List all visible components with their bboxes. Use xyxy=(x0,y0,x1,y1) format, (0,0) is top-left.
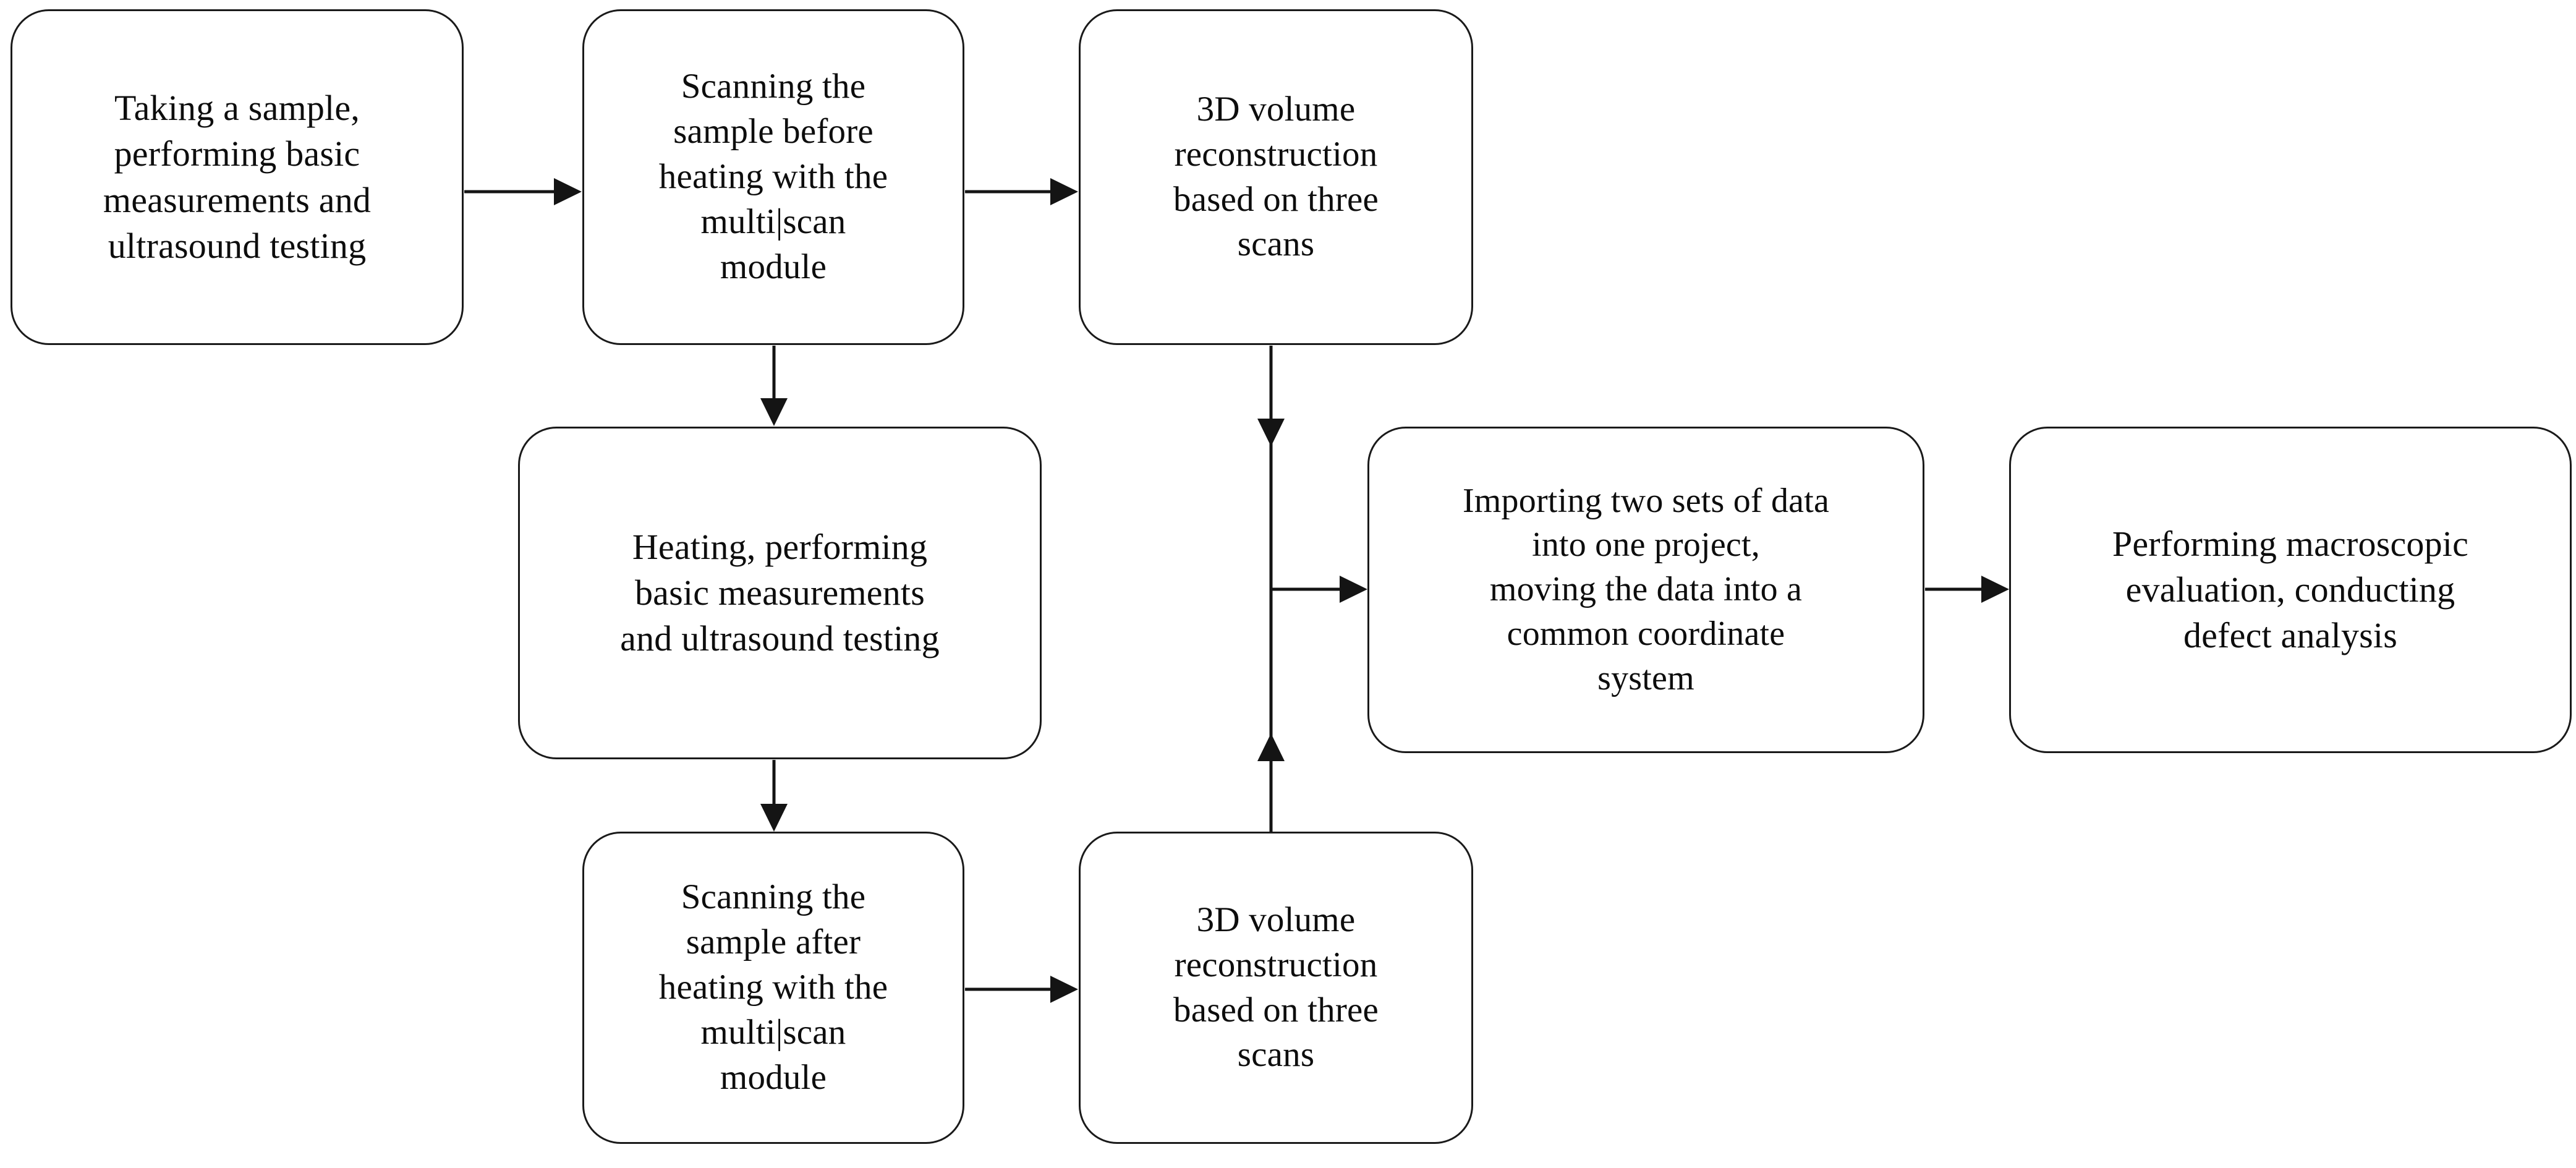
node-recon-before-label: 3D volume reconstruction based on three … xyxy=(1173,89,1379,264)
edge-recon-before-to-merge-spine xyxy=(1257,346,1285,589)
edge-scan-before-to-heating xyxy=(760,346,788,426)
edge-merge-spine-to-import-merge xyxy=(1271,576,1367,603)
node-import-merge[interactable]: Importing two sets of data into one proj… xyxy=(1367,427,1924,753)
node-scan-after[interactable]: Scanning the sample after heating with t… xyxy=(582,832,964,1144)
edge-heating-to-scan-after xyxy=(760,760,788,832)
edge-recon-after-to-merge-spine xyxy=(1257,589,1285,832)
node-recon-after-label: 3D volume reconstruction based on three … xyxy=(1173,900,1379,1075)
node-take-sample-label: Taking a sample, performing basic measur… xyxy=(103,88,372,266)
node-macro-eval[interactable]: Performing macroscopic evaluation, condu… xyxy=(2009,427,2572,753)
edge-take-sample-to-scan-before xyxy=(464,178,582,205)
node-heating-label: Heating, performing basic measurements a… xyxy=(620,526,940,659)
node-take-sample[interactable]: Taking a sample, performing basic measur… xyxy=(11,9,464,345)
node-macro-eval-label: Performing macroscopic evaluation, condu… xyxy=(2112,523,2469,656)
edge-scan-before-to-recon-before xyxy=(965,178,1078,205)
edge-scan-after-to-recon-after xyxy=(965,976,1078,1003)
node-import-merge-label: Importing two sets of data into one proj… xyxy=(1462,481,1830,697)
node-scan-before[interactable]: Scanning the sample before heating with … xyxy=(582,9,964,345)
node-heating[interactable]: Heating, performing basic measurements a… xyxy=(518,427,1042,759)
edge-import-merge-to-macro-eval xyxy=(1925,576,2009,603)
node-recon-before[interactable]: 3D volume reconstruction based on three … xyxy=(1079,9,1473,345)
node-scan-before-label: Scanning the sample before heating with … xyxy=(658,67,888,286)
node-recon-after[interactable]: 3D volume reconstruction based on three … xyxy=(1079,832,1473,1144)
node-scan-after-label: Scanning the sample after heating with t… xyxy=(658,877,888,1097)
